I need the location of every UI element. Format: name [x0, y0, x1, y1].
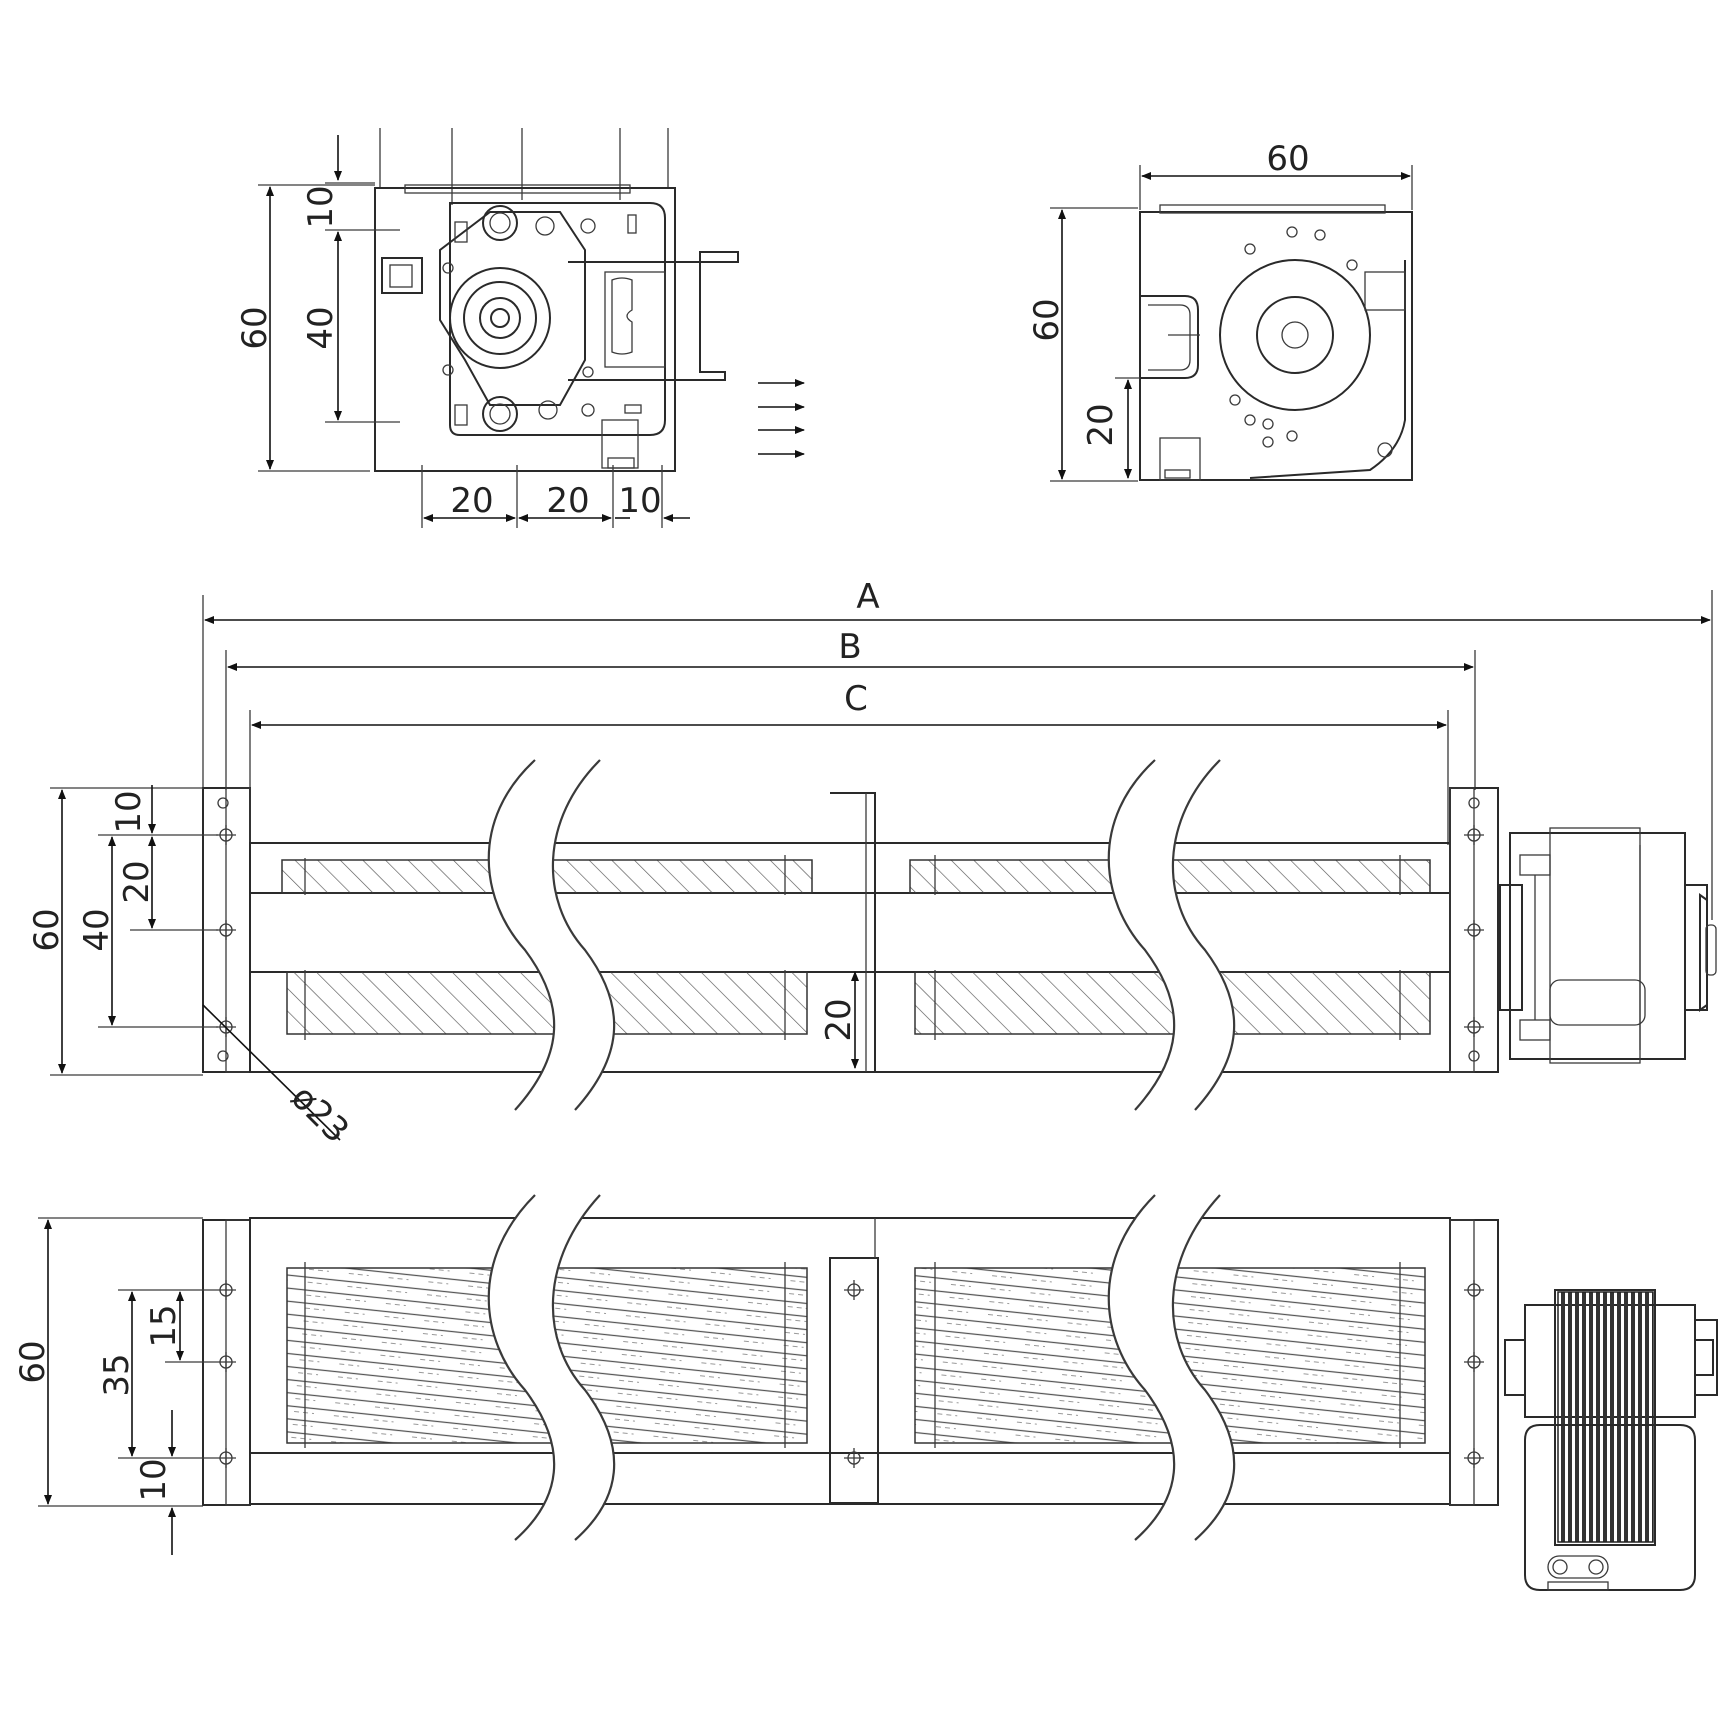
tl-spacing-40: 40	[301, 306, 341, 349]
tl-offset-10: 10	[301, 185, 341, 228]
front-offset-10: 10	[109, 790, 149, 833]
motor-front	[1499, 827, 1717, 1064]
dim-C: C	[844, 679, 868, 719]
bottom-view: 60 35 15 10	[13, 1194, 1718, 1591]
top-left-view: 60 10 40 20 20 10	[235, 128, 805, 528]
front-spacing-20: 20	[117, 860, 157, 903]
front-hole-diameter: ø23	[283, 1077, 357, 1151]
tl-height-60: 60	[235, 306, 275, 349]
tr-height-60: 60	[1027, 298, 1067, 341]
bottom-span-35: 35	[97, 1353, 137, 1396]
top-right-view: 60 60 20	[1027, 139, 1413, 482]
front-height-60: 60	[27, 908, 67, 951]
front-span-40: 40	[77, 908, 117, 951]
dim-A: A	[856, 577, 879, 617]
mount-hole-1	[216, 825, 236, 845]
front-outlet-20: 20	[819, 998, 859, 1041]
front-view: A B C	[27, 577, 1717, 1151]
tr-width-60: 60	[1266, 139, 1309, 179]
motor-bottom	[1504, 1289, 1718, 1591]
bottom-height-60: 60	[13, 1340, 53, 1383]
bottom-offset-10: 10	[134, 1458, 174, 1501]
tl-bottom-20a: 20	[450, 481, 493, 521]
tl-bottom-10: 10	[618, 481, 661, 521]
tr-outlet-20: 20	[1081, 403, 1121, 446]
tl-bottom-20b: 20	[546, 481, 589, 521]
mount-hole-2	[216, 920, 236, 940]
dim-B: B	[838, 627, 861, 667]
bottom-spacing-15: 15	[144, 1304, 184, 1347]
